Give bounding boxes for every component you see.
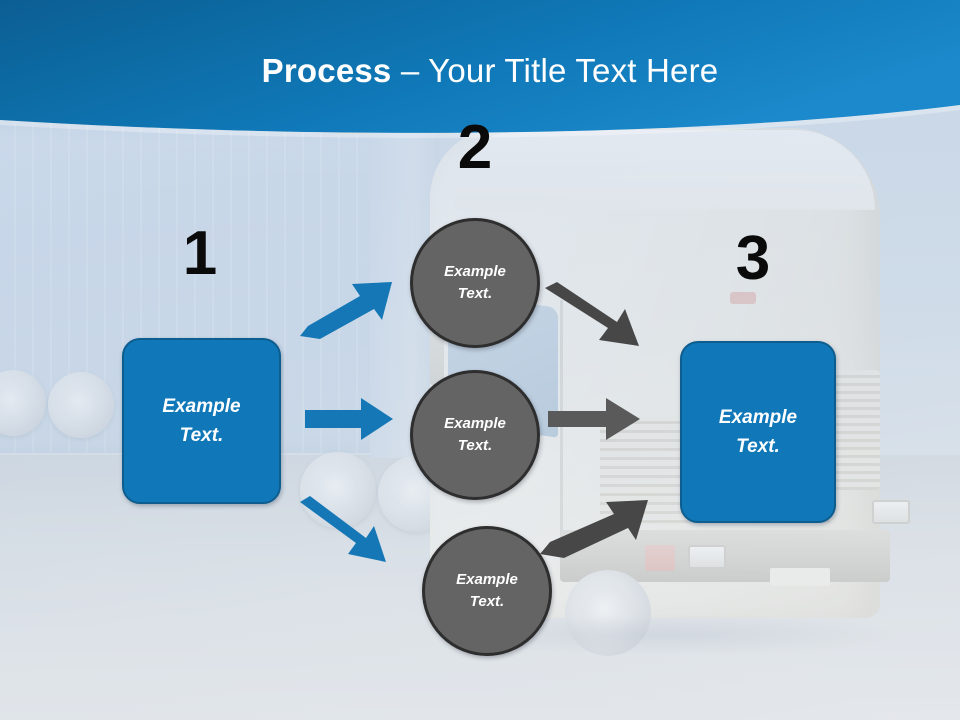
arrow-blue-up-icon [298,278,394,345]
circle-3-line1: Example [456,570,518,588]
circle-3-line2: Text. [469,593,505,610]
arrow-blue-down-icon [298,496,398,567]
process-circle-1-label: Example Text. [444,261,506,306]
process-start-box[interactable]: Example Text. [122,338,281,504]
end-box-line2: Text. [736,436,780,457]
header-banner: Process – Your Title Text Here [0,0,960,150]
page-title: Process – Your Title Text Here [0,52,960,90]
arrow-gray-right-icon [548,398,640,445]
circle-1-line1: Example [444,262,506,280]
arrow-blue-right-icon [305,398,393,445]
step-number-3: 3 [735,224,771,293]
process-circle-3[interactable]: Example Text. [422,526,552,656]
circle-1-line2: Text. [457,285,493,302]
end-box-line1: Example [718,406,798,428]
photo-headlight [688,545,726,569]
start-box-line2: Text. [179,425,224,446]
photo-trailer-wheel [48,372,114,438]
page-title-rest: – Your Title Text Here [391,52,719,89]
process-circle-2[interactable]: Example Text. [410,370,540,500]
photo-marker-lamp [645,545,675,571]
photo-headlight [872,500,910,524]
arrow-gray-up-icon [538,498,650,565]
page-title-strong: Process [261,52,392,89]
step-number-1: 1 [182,219,218,288]
process-end-box-label: Example Text. [719,403,797,462]
process-circle-2-label: Example Text. [444,413,506,458]
circle-2-line2: Text. [457,437,493,454]
photo-marker-light [730,292,756,304]
photo-license-plate [770,568,830,586]
photo-trailer-wheel [300,452,376,528]
photo-cab-roof [455,130,875,210]
process-end-box[interactable]: Example Text. [680,341,836,523]
process-circle-3-label: Example Text. [456,569,518,614]
start-box-line1: Example [162,395,241,417]
header-curve-shape [0,0,960,138]
process-start-box-label: Example Text. [162,392,240,451]
photo-front-wheel [565,570,651,656]
circle-2-line1: Example [444,414,506,432]
step-number-2: 2 [457,113,493,182]
arrow-gray-down-icon [543,282,649,351]
process-circle-1[interactable]: Example Text. [410,218,540,348]
photo-front-bumper [560,530,890,582]
